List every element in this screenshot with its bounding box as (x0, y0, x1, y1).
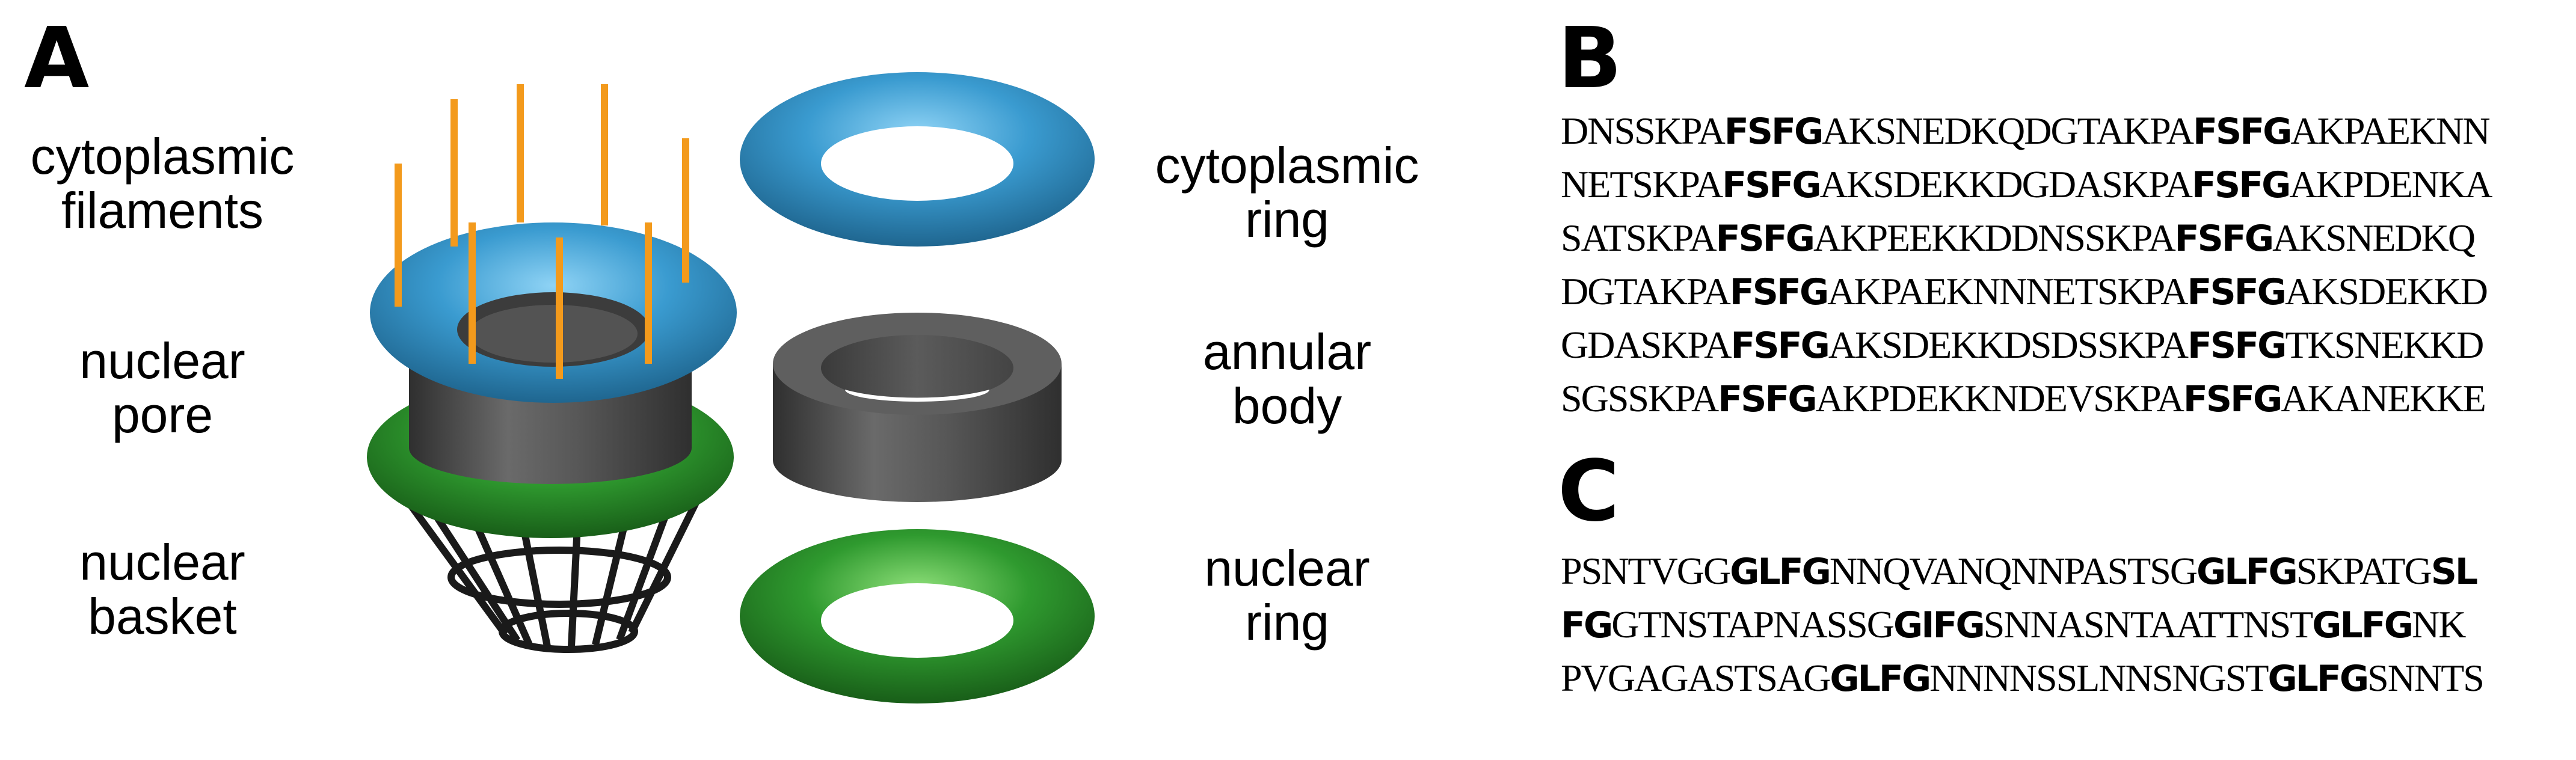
motif-highlight: GLFG (1830, 658, 1931, 700)
label-nuclear-pore: nuclear pore (79, 332, 245, 443)
sequence-segment: GDASKPA (1561, 323, 1732, 366)
label-nuclear-ring: nuclear ring (1204, 540, 1370, 651)
sequence-segment: NK (2411, 603, 2466, 646)
sequence-segment: AKSNEDKQ (2272, 216, 2476, 259)
sequence-segment: AKPDEKKNDEVSKPA (1815, 377, 2184, 420)
label-annular-body: annular body (1202, 323, 1372, 434)
sequence-segment: PVGAGASTSAG (1561, 657, 1831, 699)
sequence-line: NETSKPAFSFGAKSDEKKDGDASKPAFSFGAKPDENKA (1561, 158, 2492, 211)
sequence-segment: AKSDEKKDGDASKPA (1819, 163, 2193, 206)
sequence-line: SATSKPAFSFGAKPEEKKDDNSSKPAFSFGAKSNEDKQ (1561, 211, 2491, 265)
motif-highlight: FSFG (2187, 271, 2287, 313)
motif-highlight: FSFG (1722, 164, 1821, 206)
sequence-line: DNSSKPAFSFGAKSNEDKQDGTAKPAFSFGAKPAEKNN (1561, 104, 2491, 158)
panel-letter-b: B (1558, 10, 1622, 108)
nuclear-pore-diagram (367, 72, 1095, 703)
motif-highlight: GLFG (2267, 658, 2369, 700)
motif-highlight: GLFG (1730, 551, 1831, 593)
sequence-segment: AKSNEDKQDGTAKPA (1822, 109, 2194, 152)
sequence-segment: AKPEEKKDDNSSKPA (1813, 216, 2176, 259)
label-nuclear-basket: nuclear basket (79, 534, 245, 645)
sequence-segment: TKSNEKKD (2285, 323, 2484, 366)
motif-highlight: FSFG (1724, 111, 1824, 153)
motif-highlight: FG (1561, 604, 1613, 646)
sequence-line: FGGTNSTAPNASSGGIFGSNNASNTAATTNSTGLFGNK (1561, 598, 2483, 651)
label-cytoplasmic-filaments: cytoplasmic filaments (30, 128, 295, 239)
sequence-line: SGSSKPAFSFGAKPDEKKNDEVSKPAFSFGAKANEKKE (1561, 372, 2491, 425)
motif-highlight: FSFG (2192, 164, 2291, 206)
sequence-segment: DGTAKPA (1561, 270, 1731, 313)
motif-highlight: FSFG (2174, 218, 2274, 260)
motif-highlight: FSFG (1718, 378, 1817, 420)
sequence-segment: AKANEKKE (2281, 377, 2486, 420)
sequence-segment: PSNTVGG (1561, 550, 1731, 592)
annular-body-component (773, 313, 1062, 502)
motif-highlight: FSFG (2183, 378, 2282, 420)
assembly-cytoplasmic-ring (370, 222, 737, 403)
sequence-line: PSNTVGGGLFGNNQVANQNNPASTSGGLFGSKPATGSL (1561, 544, 2483, 598)
motif-highlight: FSFG (1715, 218, 1815, 260)
motif-highlight: GIFG (1893, 604, 1985, 646)
sequence-segment: NNQVANQNNPASTSG (1829, 550, 2198, 592)
cytoplasmic-ring-component (740, 72, 1095, 247)
sequence-segment: GTNSTAPNASSG (1611, 603, 1895, 646)
sequence-segment: NNNNSSLNNSNGST (1929, 657, 2269, 699)
motif-highlight: GLFG (2312, 604, 2414, 646)
label-cytoplasmic-ring: cytoplasmic ring (1155, 137, 1419, 248)
motif-highlight: FSFG (2193, 111, 2292, 153)
sequence-segment: SNNASNTAATTNST (1983, 603, 2313, 646)
sequence-line: PVGAGASTSAGGLFGNNNNSSLNNSNGSTGLFGSNNTS (1561, 651, 2485, 705)
motif-highlight: SL (2430, 551, 2478, 593)
sequence-segment: AKPDENKA (2289, 163, 2492, 206)
sequence-segment: AKPAEKNNNETSKPA (1827, 270, 2188, 313)
cytoplasmic-filaments (395, 84, 689, 379)
sequence-segment: SATSKPA (1561, 216, 1717, 259)
sequence-line: GDASKPAFSFGAKSDEKKDSDSSKPAFSFGTKSNEKKD (1561, 318, 2491, 372)
panel-letter-a: A (24, 10, 90, 108)
motif-highlight: FSFG (1729, 271, 1829, 313)
nuclear-basket (399, 491, 704, 653)
nuclear-ring-component (740, 529, 1095, 703)
sequence-segment: SKPATG (2296, 550, 2432, 592)
sequence-segment: AKPAEKNN (2290, 109, 2490, 152)
motif-highlight: FSFG (1730, 325, 1830, 367)
sequence-segment: SNNTS (2367, 657, 2485, 699)
sequence-line: DGTAKPAFSFGAKPAEKNNNETSKPAFSFGAKSDEKKD (1561, 265, 2491, 318)
motif-highlight: FSFG (2187, 325, 2287, 367)
sequence-segment: SGSSKPA (1561, 377, 1719, 420)
sequence-segment: NETSKPA (1561, 163, 1723, 206)
motif-highlight: GLFG (2196, 551, 2298, 593)
sequence-segment: DNSSKPA (1561, 109, 1726, 152)
sequence-segment: AKSDEKKDSDSSKPA (1828, 323, 2189, 366)
panel-letter-c: C (1558, 443, 1620, 541)
sequence-segment: AKSDEKKD (2284, 270, 2488, 313)
